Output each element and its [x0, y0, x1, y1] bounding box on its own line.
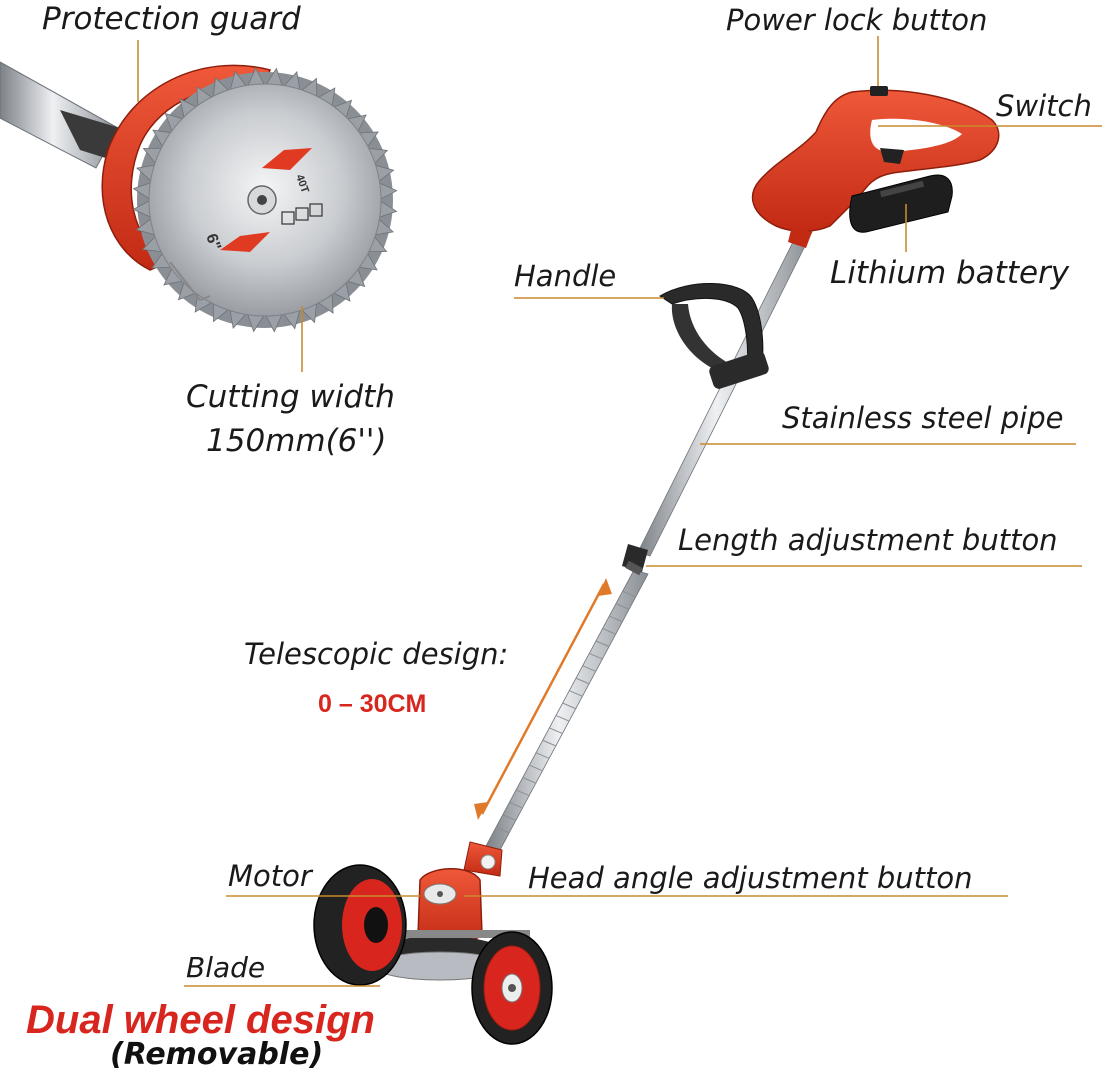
motor-housing	[751, 86, 1000, 248]
label-handle: Handle	[514, 259, 617, 293]
closeup-shaft	[0, 61, 120, 169]
pipe-rib	[608, 615, 624, 623]
pipe-rib	[595, 640, 610, 648]
label-telescopic-range: 0 – 30CM	[318, 690, 427, 718]
side-handle	[659, 282, 769, 389]
pipe-rib	[575, 677, 590, 685]
pipe-rib	[615, 603, 630, 610]
switch-trigger-shape	[880, 148, 904, 164]
pipe-rib	[522, 776, 537, 784]
pipe-rib	[555, 714, 570, 722]
label-stainless-steel-pipe: Stainless steel pipe	[782, 401, 1064, 435]
pipe-rib	[515, 789, 530, 797]
upper-pipe	[637, 227, 813, 557]
callout-lines	[137, 36, 1102, 987]
saw-blade: 6" 40T	[132, 67, 398, 333]
label-head-angle-adjustment-button: Head angle adjustment button	[528, 861, 973, 895]
label-removable: (Removable)	[110, 1037, 324, 1072]
pipe-rib	[548, 727, 564, 735]
pipe-rib	[535, 752, 550, 759]
pipe-rib	[588, 652, 604, 660]
pipe-rib	[601, 627, 617, 635]
label-length-adjustment-button: Length adjustment button	[678, 523, 1058, 557]
telescopic-pipe	[485, 569, 649, 851]
battery-pack	[849, 174, 953, 233]
power-lock-button-shape	[870, 86, 888, 96]
length-adjustment-collar	[622, 544, 648, 576]
label-switch: Switch	[996, 89, 1092, 123]
pipe-rib	[508, 801, 524, 809]
pipe-rib	[621, 590, 637, 598]
pipe-rib	[495, 826, 510, 834]
label-blade: Blade	[186, 951, 266, 984]
pipe-rib	[582, 665, 597, 673]
label-cutting-width-value: 150mm(6'')	[206, 423, 387, 459]
label-power-lock-button: Power lock button	[726, 3, 988, 37]
pipe-rib	[542, 739, 557, 747]
telescopic-arrow	[474, 578, 612, 820]
protection-guard	[101, 64, 272, 271]
pipe-rib	[562, 702, 577, 710]
label-motor: Motor	[228, 859, 312, 893]
right-wheel	[471, 931, 553, 1045]
blade-warning-icons	[281, 203, 323, 225]
trimmer	[313, 86, 1000, 1045]
label-protection-guard: Protection guard	[42, 1, 301, 37]
pipe-rib	[568, 689, 584, 697]
label-telescopic-design: Telescopic design:	[244, 637, 509, 671]
blade-size-marking: 6"	[202, 232, 224, 253]
pipe-rib	[528, 764, 544, 772]
label-lithium-battery: Lithium battery	[830, 255, 1070, 291]
blade-closeup: 6" 40T	[0, 61, 398, 333]
label-cutting-width: Cutting width	[186, 379, 395, 415]
pipe-rib	[502, 814, 517, 822]
label-dual-wheel-design: Dual wheel design	[26, 998, 375, 1042]
left-wheel	[313, 864, 407, 986]
